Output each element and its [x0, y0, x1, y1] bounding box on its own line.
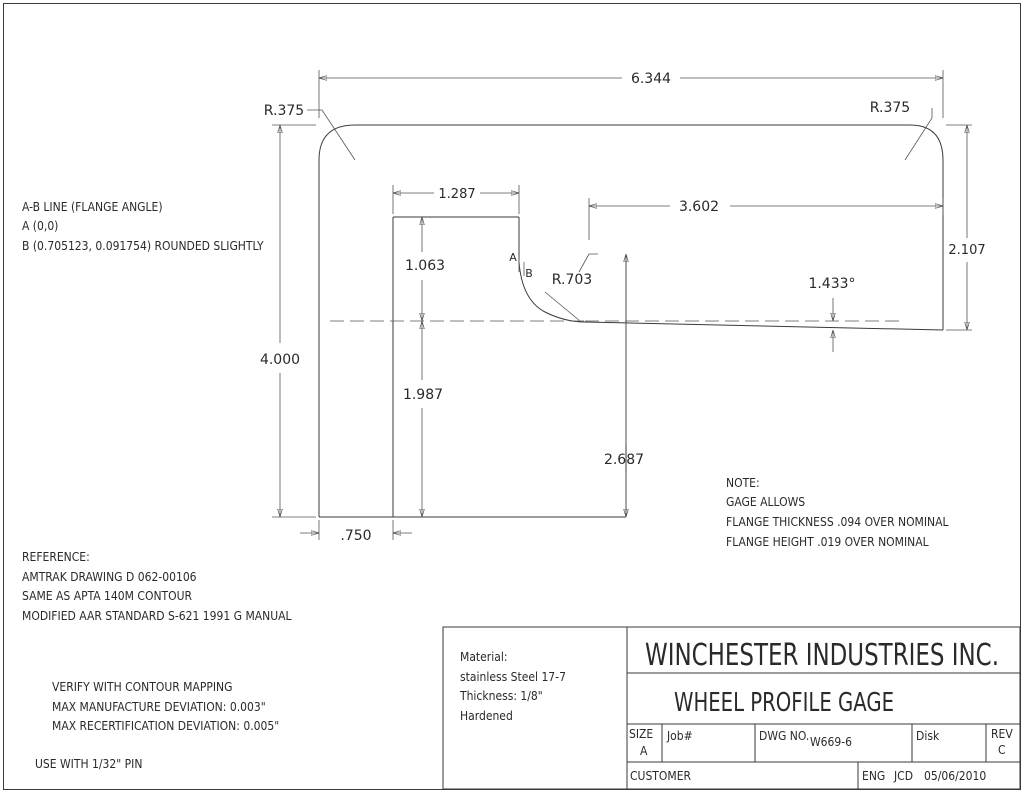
- material-line: Hardened: [460, 709, 513, 723]
- reference-line: REFERENCE:: [22, 550, 90, 564]
- gage-note-line: FLANGE THICKNESS .094 OVER NOMINAL: [726, 515, 949, 529]
- ab-line-point-a: A (0,0): [22, 219, 58, 233]
- eng-label: ENG: [862, 769, 885, 783]
- customer-label: CUSTOMER: [630, 769, 692, 783]
- dim-tread-width: 3.602: [679, 199, 719, 215]
- dim-flange-height: 1.063: [405, 258, 445, 274]
- dim-right-height: 2.107: [948, 243, 985, 258]
- dim-radius-right: R.375: [870, 100, 910, 116]
- size-value: A: [640, 744, 648, 758]
- dwg-label: DWG NO.: [759, 729, 809, 743]
- verify-line: MAX MANUFACTURE DEVIATION: 0.003": [52, 700, 266, 714]
- dim-step-height: 2.687: [604, 452, 644, 468]
- gage-note-line: NOTE:: [726, 476, 760, 490]
- dimension-lines: [272, 70, 972, 540]
- verify-note: VERIFY WITH CONTOUR MAPPING MAX MANUFACT…: [52, 680, 279, 733]
- title-block: Material: stainless Steel 17-7 Thickness…: [442, 626, 1021, 790]
- dwg-value: W669-6: [810, 735, 852, 749]
- pin-note: USE WITH 1/32" PIN: [35, 757, 142, 771]
- eng-value: JCD: [893, 769, 913, 783]
- drawing-date: 05/06/2010: [924, 769, 986, 783]
- dim-point-b: B: [525, 267, 533, 280]
- dim-taper-angle: 1.433°: [808, 276, 855, 292]
- dim-left-offset: .750: [340, 528, 371, 544]
- rev-label: REV: [991, 727, 1013, 741]
- reference-line: AMTRAK DRAWING D 062-00106: [22, 570, 197, 584]
- reference-note: REFERENCE: AMTRAK DRAWING D 062-00106 SA…: [22, 550, 292, 623]
- rev-value: C: [998, 743, 1006, 757]
- dim-overall-height: 4.000: [260, 352, 300, 368]
- verify-line: MAX RECERTIFICATION DEVIATION: 0.005": [52, 719, 279, 733]
- gage-note: NOTE: GAGE ALLOWS FLANGE THICKNESS .094 …: [726, 476, 949, 549]
- reference-line: MODIFIED AAR STANDARD S-621 1991 G MANUA…: [22, 609, 292, 623]
- part-profile: [318, 124, 944, 518]
- size-label: SIZE: [629, 727, 653, 741]
- dimension-labels: 6.344 R.375 R.375 1.287 3.602 2.107 1.06…: [260, 71, 986, 544]
- dim-radius-left: R.375: [264, 103, 304, 119]
- material-line: Material:: [460, 650, 508, 664]
- material-line: Thickness: 1/8": [459, 689, 543, 703]
- ab-line-note: A-B LINE (FLANGE ANGLE) A (0,0) B (0.705…: [22, 200, 264, 253]
- reference-line: SAME AS APTA 140M CONTOUR: [22, 589, 193, 603]
- dim-flange-width: 1.287: [438, 187, 475, 202]
- dim-lower-height: 1.987: [403, 387, 443, 403]
- ab-line-point-b: B (0.705123, 0.091754) ROUNDED SLIGHTLY: [22, 239, 264, 253]
- dim-point-a: A: [509, 251, 517, 264]
- dim-flange-radius: R.703: [552, 272, 592, 288]
- gage-note-line: GAGE ALLOWS: [726, 495, 805, 509]
- dim-overall-width: 6.344: [631, 71, 671, 87]
- drawing-title: WHEEL PROFILE GAGE: [674, 688, 894, 718]
- material-line: stainless Steel 17-7: [460, 670, 566, 684]
- gage-note-line: FLANGE HEIGHT .019 OVER NOMINAL: [726, 535, 929, 549]
- verify-line: VERIFY WITH CONTOUR MAPPING: [52, 680, 233, 694]
- ab-line-title: A-B LINE (FLANGE ANGLE): [22, 200, 163, 214]
- disk-label: Disk: [916, 729, 940, 743]
- company-name: WINCHESTER INDUSTRIES INC.: [645, 638, 999, 673]
- job-label: Job#: [666, 729, 693, 743]
